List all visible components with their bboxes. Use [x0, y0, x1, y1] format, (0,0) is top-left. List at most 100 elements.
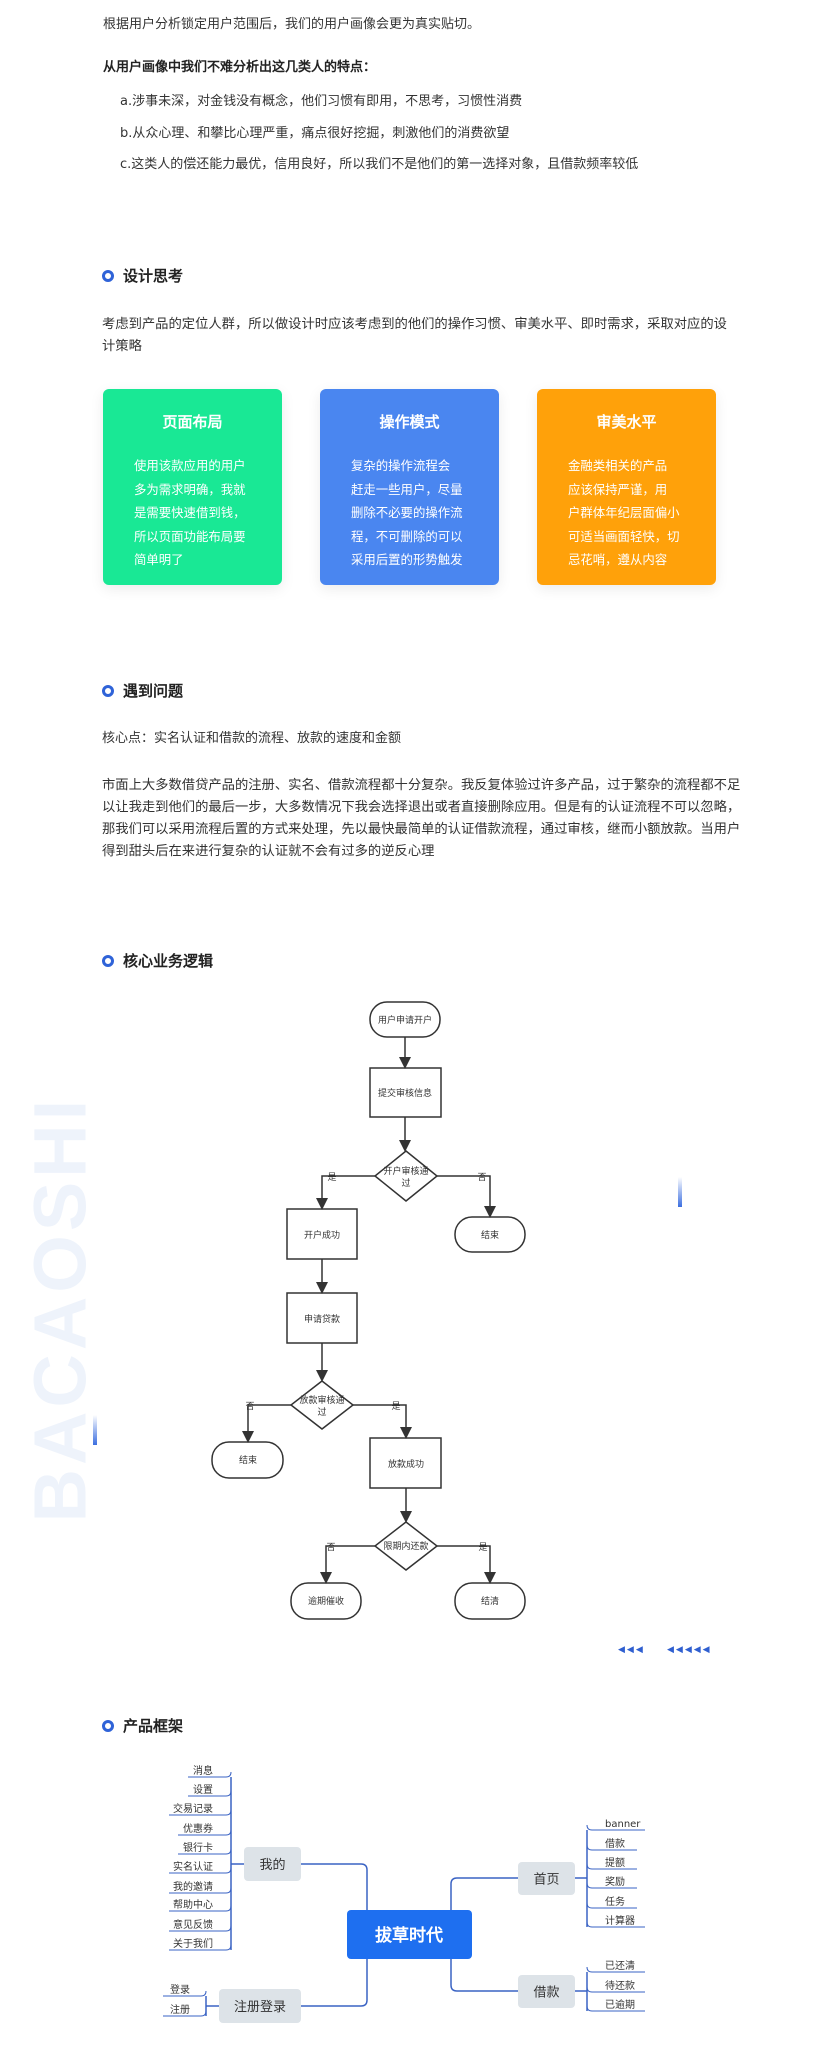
- center-node: [347, 1910, 472, 1959]
- leaf-item: 计算器: [605, 1914, 635, 1927]
- branch-label: 注册登录: [234, 2000, 286, 2015]
- card-body: 金融类相关的产品应该保持严谨，用户群体年纪层面偏小可适当画面轻快，切忌花哨，遵从…: [568, 458, 680, 567]
- leaf-underline: [178, 1848, 232, 1855]
- card-operation: 操作模式 复杂的操作流程会赶走一些用户，尽量删除不必要的操作流程，不可删除的可以…: [320, 389, 499, 585]
- edge: [320, 1545, 375, 1584]
- section-title: 遇到问题: [123, 682, 184, 700]
- leaf-underline: [586, 1882, 637, 1889]
- section-framework: 产品框架: [102, 1715, 183, 1736]
- para-line: 考虑到产品的定位人群，所以做设计时应该考虑到的他们的操作习惯、审美水平、即时需求…: [102, 317, 727, 332]
- edge-label: 是: [478, 1542, 487, 1553]
- branch-node-mine: [244, 1847, 301, 1881]
- node-label: 限期内还款: [383, 1540, 428, 1552]
- connector: [301, 1863, 368, 1910]
- para-line: 计策略: [102, 339, 142, 354]
- leaf-underline: [169, 1867, 232, 1874]
- decor-bar: [678, 1177, 682, 1207]
- edge: [353, 1404, 412, 1439]
- node-label: 申请贷款: [304, 1313, 340, 1325]
- leaf-item: 帮助中心: [173, 1898, 213, 1911]
- section-title: 核心业务逻辑: [123, 952, 214, 970]
- card-body: 使用该款应用的用户多为需求明确，我就是需要快速借到钱，所以页面功能布局要简单明了: [134, 458, 246, 567]
- leaf-item: 登录: [170, 1983, 190, 1996]
- branch-node-loan: [518, 1975, 575, 2008]
- node-label: 结束: [481, 1229, 499, 1241]
- leaf-underline: [169, 1905, 232, 1912]
- point-b: b.从众心理、和攀比心理严重，痛点很好挖掘，刺激他们的消费欲望: [120, 126, 510, 141]
- intro-bold-heading: 从用户画像中我们不难分析出这几类人的特点：: [103, 60, 377, 75]
- branch-node-login: [219, 1989, 301, 2023]
- connector: [301, 1959, 368, 2007]
- branch-node-home: [518, 1862, 575, 1895]
- leaf-underline: [169, 1887, 232, 1894]
- edge-label: 否: [245, 1401, 254, 1412]
- leaf-item: 关于我们: [173, 1937, 213, 1950]
- leaf-underline: [188, 1790, 232, 1797]
- card-aesthetic: 审美水平 金融类相关的产品应该保持严谨，用户群体年纪层面偏小可适当画面轻快，切忌…: [537, 389, 716, 585]
- leaf-underline: [169, 1944, 232, 1951]
- node-label: 开户成功: [304, 1229, 340, 1241]
- leaf-item: 我的邀请: [173, 1880, 213, 1893]
- branch-label: 首页: [533, 1873, 559, 1888]
- center-label: 拔草时代: [375, 1925, 443, 1946]
- leaf-item: 提额: [605, 1856, 625, 1869]
- decor-arrows-icon: ◀◀◀: [618, 1645, 645, 1655]
- node-label: 结束: [239, 1454, 257, 1466]
- leaf-underline: [586, 1844, 637, 1851]
- decision-open: [373, 1150, 439, 1202]
- edge: [316, 1175, 375, 1210]
- connector: [450, 1877, 518, 1910]
- node-label: 结清: [481, 1595, 499, 1607]
- design-paragraph: 考虑到产品的定位人群，所以做设计时应该考虑到的他们的操作习惯、审美水平、即时需求…: [102, 314, 727, 358]
- bullet-dot-icon: [102, 684, 114, 697]
- leaf-underline: [586, 1824, 645, 1831]
- card-title: 审美水平: [596, 413, 657, 431]
- leaf-underline: [586, 2005, 645, 2012]
- card-body: 复杂的操作流程会赶走一些用户，尽量删除不必要的操作流程，不可删除的可以采用后置的…: [351, 458, 463, 567]
- leaf-item: 实名认证: [173, 1860, 213, 1873]
- leaf-item: 设置: [193, 1784, 213, 1796]
- node-apply: [286, 1292, 358, 1344]
- node-label: 过: [317, 1406, 326, 1418]
- problem-paragraph: 市面上大多数借贷产品的注册、实名、借款流程都十分复杂。我反复体验过许多产品，过于…: [102, 778, 741, 859]
- edge-label: 否: [477, 1172, 486, 1183]
- card-title: 页面布局: [162, 413, 223, 431]
- edge: [437, 1175, 496, 1218]
- leaf-item: 意见反馈: [173, 1918, 213, 1931]
- bullet-dot-icon: [102, 269, 114, 282]
- edge-label: 是: [391, 1401, 400, 1412]
- leaf-underline: [586, 1966, 645, 1973]
- node-label: 用户申请开户: [378, 1014, 432, 1026]
- leaf-item: 注册: [170, 2003, 190, 2016]
- decor-bar: [93, 1415, 97, 1445]
- leaf-underline: [586, 1902, 637, 1909]
- node-label: 提交审核信息: [378, 1087, 432, 1099]
- section-title: 产品框架: [123, 1717, 184, 1735]
- card-layout: 页面布局 使用该款应用的用户多为需求明确，我就是需要快速借到钱，所以页面功能布局…: [103, 389, 282, 585]
- decision-repay: [373, 1521, 439, 1571]
- intro-line: 根据用户分析锁定用户范围后，我们的用户画像会更为真实贴切。: [103, 17, 481, 32]
- node-label: 放款成功: [388, 1458, 424, 1470]
- edge: [242, 1404, 291, 1443]
- node-label: 放款审核通: [299, 1394, 344, 1406]
- node-label: 过: [401, 1177, 410, 1189]
- edge-label: 否: [326, 1542, 335, 1553]
- node-label: 逾期催收: [308, 1595, 344, 1607]
- leaf-item: 任务: [605, 1895, 625, 1908]
- leaf-item: 已还清: [605, 1959, 635, 1972]
- leaf-underline: [586, 1921, 645, 1928]
- leaf-item: 交易记录: [173, 1802, 213, 1815]
- core-point: 核心点：实名认证和借款的流程、放款的速度和金额: [102, 731, 402, 746]
- section-design: 设计思考: [102, 265, 183, 286]
- leaf-item: 借款: [605, 1837, 625, 1850]
- leaf-item: 消息: [193, 1764, 213, 1777]
- section-problem: 遇到问题: [102, 680, 183, 701]
- leaf-item: 待还款: [605, 1979, 635, 1992]
- leaf-underline: [586, 1863, 637, 1870]
- leaf-underline: [586, 1986, 645, 1993]
- edge-label: 是: [327, 1172, 336, 1183]
- leaf-underline: [163, 1990, 207, 1997]
- leaf-item: 奖励: [605, 1875, 625, 1888]
- point-c: c.这类人的偿还能力最优，信用良好，所以我们不是他们的第一选择对象，且借款频率较…: [120, 157, 639, 172]
